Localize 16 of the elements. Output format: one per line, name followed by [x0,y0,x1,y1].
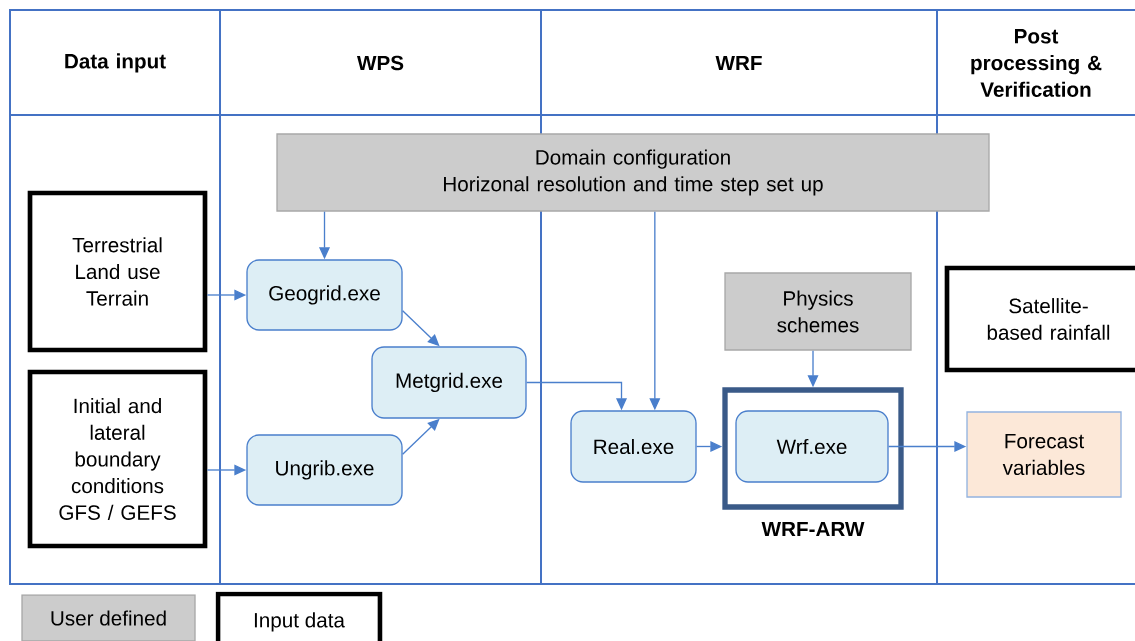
node-label: WRF-ARW [761,521,865,537]
process-box: Real.exe [570,410,697,483]
process-box: Geogrid.exe [246,259,403,331]
process-box: Ungrib.exe [246,434,403,506]
column-header: WPS [357,55,404,71]
column-header: Post processing & Verification [971,29,1102,97]
config-box: Physics schemes [724,272,912,351]
config-box: Domain configuration Horizonal resolution and time step set up [276,133,990,212]
input-data-box: Initial and lateral boundary conditions GFS / GEFS [27,369,208,549]
column-header: Data input [65,53,166,73]
column-header: WRF [715,55,762,71]
process-box: Wrf.exe [735,410,889,483]
process-box: Metgrid.exe [371,346,527,419]
output-box: Forecast variables [966,411,1122,498]
input-data-box: Terrestrial Land use Terrain [27,190,208,353]
input-data-box: Satellite- based rainfall [944,265,1135,373]
